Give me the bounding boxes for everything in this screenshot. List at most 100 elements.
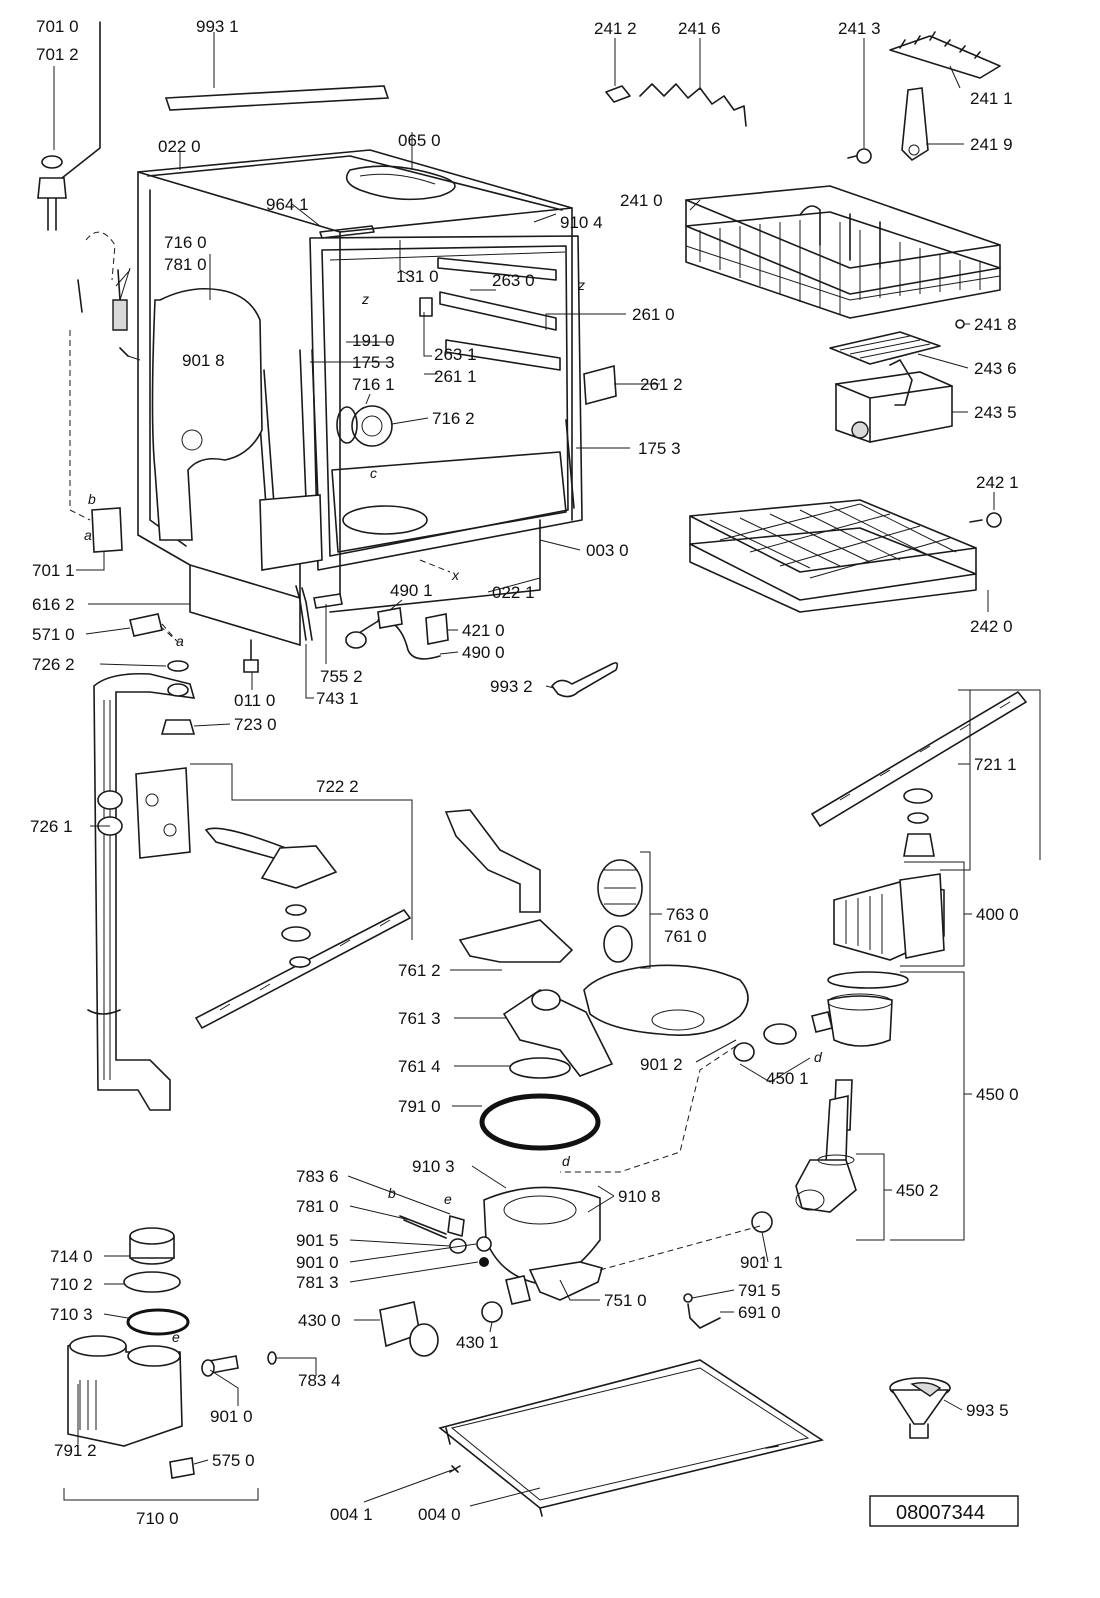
funnel — [889, 1377, 951, 1439]
label-901-8: 901 8 — [182, 351, 225, 370]
label-430-0: 430 0 — [298, 1311, 341, 1330]
cutlery-basket — [829, 331, 953, 443]
clip-7836 — [447, 1215, 465, 1237]
label-726-2: 726 2 — [32, 655, 75, 674]
label-791-0: 791 0 — [398, 1097, 441, 1116]
label-243-5: 243 5 — [974, 403, 1017, 422]
label-065-0: 065 0 — [398, 131, 441, 150]
callout-e-2: e — [172, 1329, 180, 1345]
label-004-1: 004 1 — [330, 1505, 373, 1524]
callout-z-1: z — [361, 291, 369, 307]
upper-basket — [685, 185, 1001, 319]
label-910-3: 910 3 — [412, 1157, 455, 1176]
label-710-0: 710 0 — [136, 1509, 179, 1528]
label-901-0-a: 901 0 — [296, 1253, 339, 1272]
label-243-6: 243 6 — [974, 359, 1017, 378]
label-726-1: 726 1 — [30, 817, 73, 836]
top-strip — [164, 85, 390, 111]
cup-rack — [889, 31, 1001, 79]
label-714-0: 714 0 — [50, 1247, 93, 1266]
label-781-3: 781 3 — [296, 1273, 339, 1292]
label-263-1: 263 1 — [434, 345, 477, 364]
label-964-1: 964 1 — [266, 195, 309, 214]
label-701-1: 701 1 — [32, 561, 75, 580]
callout-a-1: a — [84, 527, 92, 543]
label-241-2: 241 2 — [594, 19, 637, 38]
label-910-8: 910 8 — [618, 1187, 661, 1206]
label-701-0: 701 0 — [36, 17, 79, 36]
label-400-0: 400 0 — [976, 905, 1019, 924]
label-901-1: 901 1 — [740, 1253, 783, 1272]
label-781-0-b: 781 0 — [296, 1197, 339, 1216]
label-751-0: 751 0 — [604, 1291, 647, 1310]
label-716-2: 716 2 — [432, 409, 475, 428]
sensor-6910 — [687, 1303, 721, 1329]
label-716-1: 716 1 — [352, 375, 395, 394]
spray-tube — [87, 660, 196, 1111]
dishwasher-tub — [137, 149, 583, 646]
label-131-0: 131 0 — [396, 267, 439, 286]
basket-wheel — [986, 512, 1002, 528]
label-901-5: 901 5 — [296, 1231, 339, 1250]
label-616-2: 616 2 — [32, 595, 75, 614]
label-783-6: 783 6 — [296, 1167, 339, 1186]
label-241-3: 241 3 — [838, 19, 881, 38]
label-691-0: 691 0 — [738, 1303, 781, 1322]
callout-b-1: b — [88, 491, 96, 507]
label-241-1: 241 1 — [970, 89, 1013, 108]
filter-and-sump — [444, 809, 749, 1323]
label-710-2: 710 2 — [50, 1275, 93, 1294]
label-241-0: 241 0 — [620, 191, 663, 210]
filter-box — [425, 613, 449, 645]
label-004-0: 004 0 — [418, 1505, 461, 1524]
label-743-1: 743 1 — [316, 689, 359, 708]
bracket-755 — [313, 593, 343, 609]
callout-d-1: d — [814, 1049, 823, 1065]
label-721-1: 721 1 — [974, 755, 1017, 774]
conduit-743 — [295, 585, 313, 641]
ball-7813 — [479, 1257, 489, 1267]
label-242-1: 242 1 — [976, 473, 1019, 492]
label-710-3: 710 3 — [50, 1305, 93, 1324]
callout-d-2: d — [562, 1153, 571, 1169]
callout-b-2: b — [388, 1185, 396, 1201]
circulation-pump — [733, 873, 945, 1233]
label-421-0: 421 0 — [462, 621, 505, 640]
label-791-2: 791 2 — [54, 1441, 97, 1460]
label-450-0: 450 0 — [976, 1085, 1019, 1104]
label-575-0: 575 0 — [212, 1451, 255, 1470]
base-pan — [438, 1359, 824, 1517]
nut-7230 — [160, 719, 196, 735]
label-263-0: 263 0 — [492, 271, 535, 290]
label-430-1: 430 1 — [456, 1333, 499, 1352]
label-761-0: 761 0 — [664, 927, 707, 946]
label-175-3-b: 175 3 — [638, 439, 681, 458]
label-191-0: 191 0 — [352, 331, 395, 350]
spanner — [550, 662, 619, 698]
callout-z-2: z — [577, 277, 585, 293]
label-241-8: 241 8 — [974, 315, 1017, 334]
leader-lines — [53, 32, 1041, 1507]
label-022-0: 022 0 — [158, 137, 201, 156]
rack-clip — [605, 85, 631, 103]
upper-spray-arm-assy — [135, 767, 412, 1030]
doc-number: 08007344 — [896, 1502, 985, 1524]
label-763-0: 763 0 — [666, 905, 709, 924]
part-labels: 701 0 701 2 993 1 022 0 065 0 964 1 910 … — [30, 17, 1019, 1528]
label-241-9: 241 9 — [970, 135, 1013, 154]
water-softener — [67, 1227, 277, 1479]
seal-9010 — [476, 1236, 492, 1252]
label-755-2: 755 2 — [320, 667, 363, 686]
foot-screw — [243, 659, 259, 673]
label-261-2: 261 2 — [640, 375, 683, 394]
label-993-1: 993 1 — [196, 17, 239, 36]
rack-wheel — [856, 148, 872, 164]
label-993-5: 993 5 — [966, 1401, 1009, 1420]
label-910-4: 910 4 — [560, 213, 603, 232]
callout-c-1: c — [370, 465, 377, 481]
label-261-1: 261 1 — [434, 367, 477, 386]
label-716-0: 716 0 — [164, 233, 207, 252]
inlet-hose-connector — [129, 613, 163, 637]
doc-number-box — [869, 1495, 1019, 1527]
callout-a-2: a — [176, 633, 184, 649]
